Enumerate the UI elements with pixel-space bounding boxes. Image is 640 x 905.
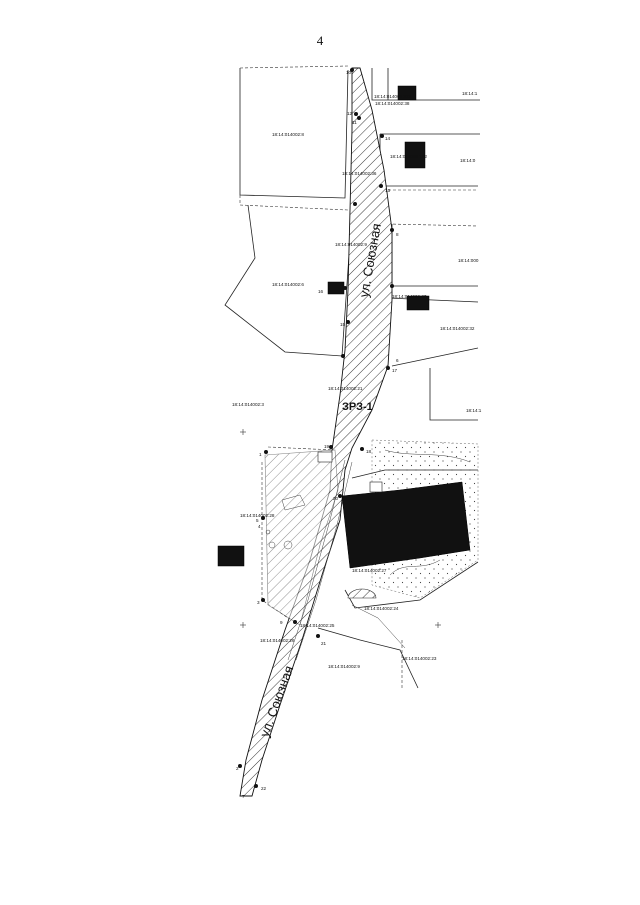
tree-symbol [268,541,276,549]
parcel-label: 18:14:014002:37 [392,294,427,299]
parcel-label: 18:14:014002:9 [328,664,360,669]
boundary-points [238,68,394,788]
parcel-label: 18:14:014002:26 [260,638,295,643]
parcel-boundary [391,347,479,367]
parcel-boundary [429,368,478,421]
road-line [295,461,353,661]
parcel-label: 18:14:014002:27 [352,568,387,573]
point-label: 17 [392,368,398,373]
building [369,481,383,493]
grid-cross [240,429,441,628]
parcel-label: 18:14:014002:8 [272,132,304,137]
parcel-label: 18:14:014002:25 [300,623,335,628]
building [217,545,245,567]
tree-symbol [283,540,293,550]
point-label: 5 [256,518,259,523]
parcel-label: 18:14:014002:213 [374,94,411,99]
parcel-boundary [391,224,478,287]
parcel-label: 18:14:014002:21 [328,386,363,391]
parcel-label: 18:14:014002:9 [335,242,367,247]
parcel-label: 18:14:014002:23 [402,656,437,661]
point-label: 9 [280,620,283,625]
building [406,295,430,311]
parcel-label: 18:14:014002:28 [240,513,275,518]
point-label: 14 [385,136,391,141]
point-label: 18 [366,449,372,454]
building [327,281,345,295]
point-label: 1 [259,452,262,457]
parcel-boundary [224,204,353,357]
point-label: 12 [347,111,353,116]
parcel-label: 18:14:014002:36 [342,171,377,176]
point-label: 22 [261,786,267,791]
building [317,451,333,463]
large-building [341,481,471,569]
parcel-boundary [239,195,349,211]
parcel-boundary [371,68,480,101]
point-label: 2 [236,766,239,771]
parcel-label: 18:14:014002:24 [364,606,399,611]
parcel-label: 18:14:0 [460,158,476,163]
zone-label: ЗРЗ-1 [342,401,373,413]
parcel-label: 18:14:000 [458,258,479,263]
parcel-boundary [239,65,349,69]
point-label: 8 [396,232,399,237]
point-label: 7 [242,794,245,799]
parcel-label: 18:14:014002:102 [390,154,427,159]
point-label: 13 [385,188,391,193]
point-label: 4 [258,524,261,529]
tree-symbol [265,529,271,535]
building [397,85,417,101]
parcel-label: 18:14:014002:38 [375,101,410,106]
parcel-boundary [317,627,419,689]
terrain-symbol [281,494,306,511]
street-corridor [239,67,393,797]
vegetation-contour [389,559,441,576]
parcel-label: 18:14:1 [462,91,478,96]
parcel-boundary [344,561,479,609]
parcel-label: 18:14:014002:32 [440,326,475,331]
parcel-label: 18:14:014002:6 [272,282,304,287]
parcel-label: 18:14:014002:3 [232,402,264,407]
point-label: 10 [346,70,352,75]
road-line [287,459,346,661]
point-label: 16 [318,289,324,294]
parcel-boundary [351,604,406,649]
vegetation-contour [384,449,471,463]
point-label: 21 [321,641,327,646]
parcel-boundary [267,446,336,451]
page-number: 4 [316,33,324,48]
point-label: 3 [257,600,260,605]
point-label: 20 [333,496,339,501]
point-label: 11 [352,120,357,125]
point-label: 6 [396,358,399,363]
hatched-area [264,449,339,626]
terrain-symbol [347,588,377,599]
parcel-label: 18:14:1 [466,408,482,413]
parcel-boundary [387,223,479,227]
building [404,141,426,169]
point-label: 15 [340,322,346,327]
parcel-boundary [239,68,349,199]
parcel-boundary [387,297,479,303]
point-label: 19 [324,444,330,449]
